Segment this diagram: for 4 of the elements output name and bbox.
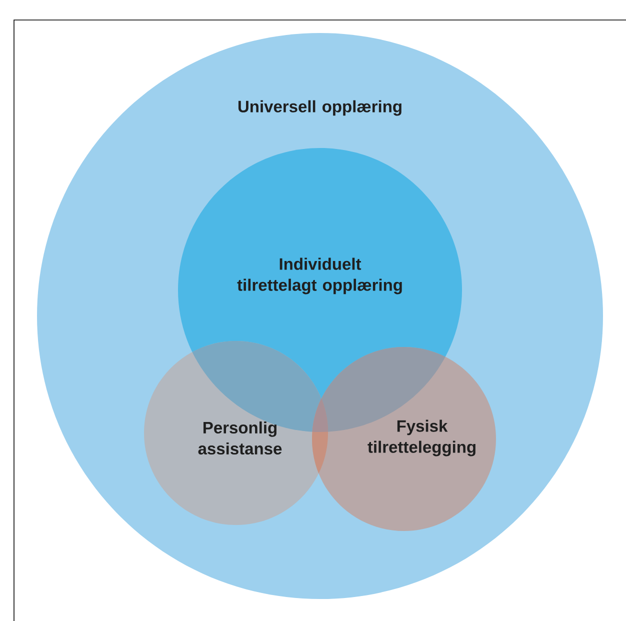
circle-label: Fysisk tilrettelegging <box>368 420 476 456</box>
circle-label: Personlig assistanse <box>198 421 282 455</box>
circle-label: Universell opplæring <box>238 100 402 116</box>
circle-label: Individuelt tilrettelagt opplæring <box>237 258 402 294</box>
